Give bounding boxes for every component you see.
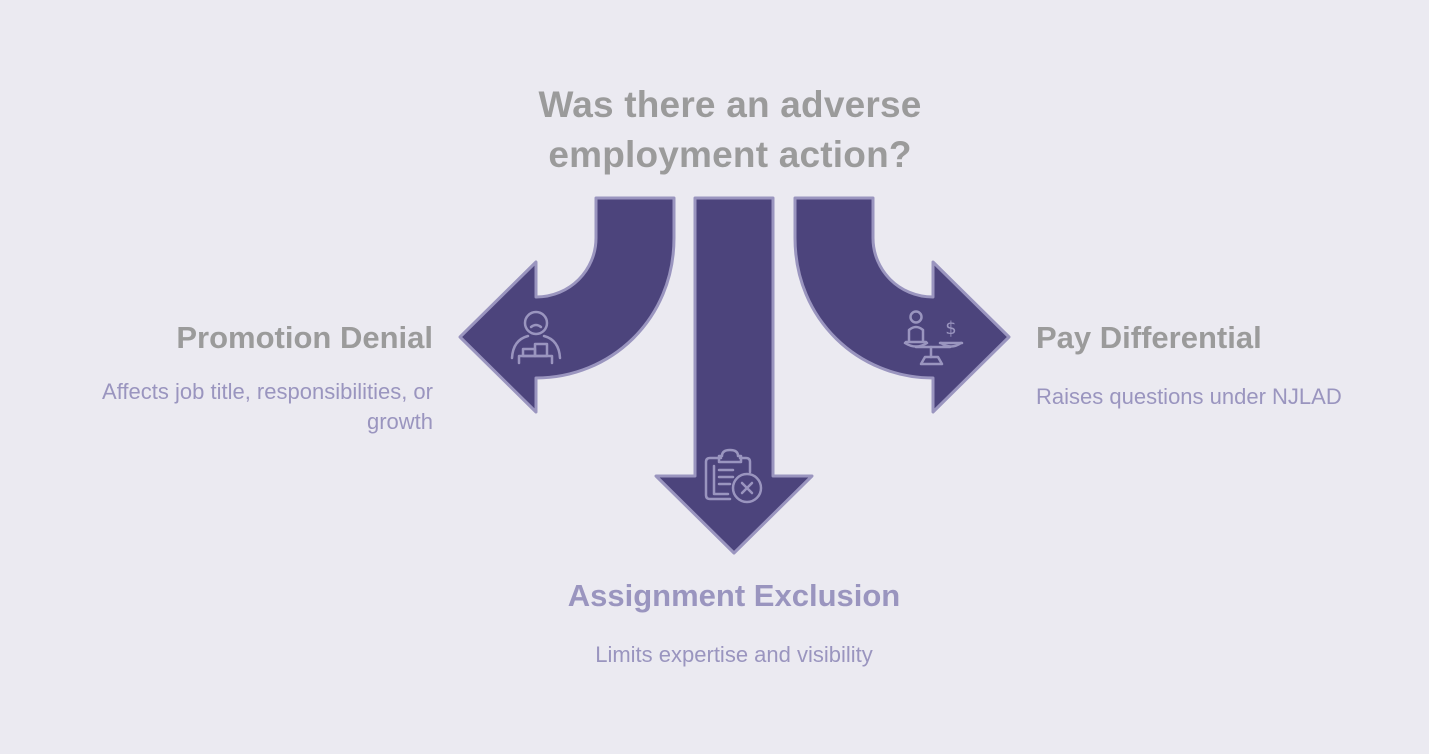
svg-text:$: $ <box>945 318 956 339</box>
person-with-podium-icon <box>510 310 562 365</box>
branch-description-assignment-exclusion: Limits expertise and visibility <box>595 642 873 667</box>
center-arrow <box>654 196 814 555</box>
branch-description-promotion-denial: Affects job title, responsibilities, or … <box>102 379 433 434</box>
diagram-question: Was there an adverse employment action? <box>538 84 922 175</box>
branch-description-pay-differential: Raises questions under NJLAD <box>1036 384 1342 409</box>
branch-title-assignment-exclusion: Assignment Exclusion <box>567 578 901 613</box>
left-arrow <box>458 196 676 414</box>
branch-title-pay-differential: Pay Differential <box>1036 320 1262 355</box>
branch-title-promotion-denial: Promotion Denial <box>176 320 433 355</box>
person-dollar-scale-icon: $ <box>903 310 964 366</box>
right-arrow <box>793 196 1011 414</box>
clipboard-x-icon <box>704 448 763 504</box>
